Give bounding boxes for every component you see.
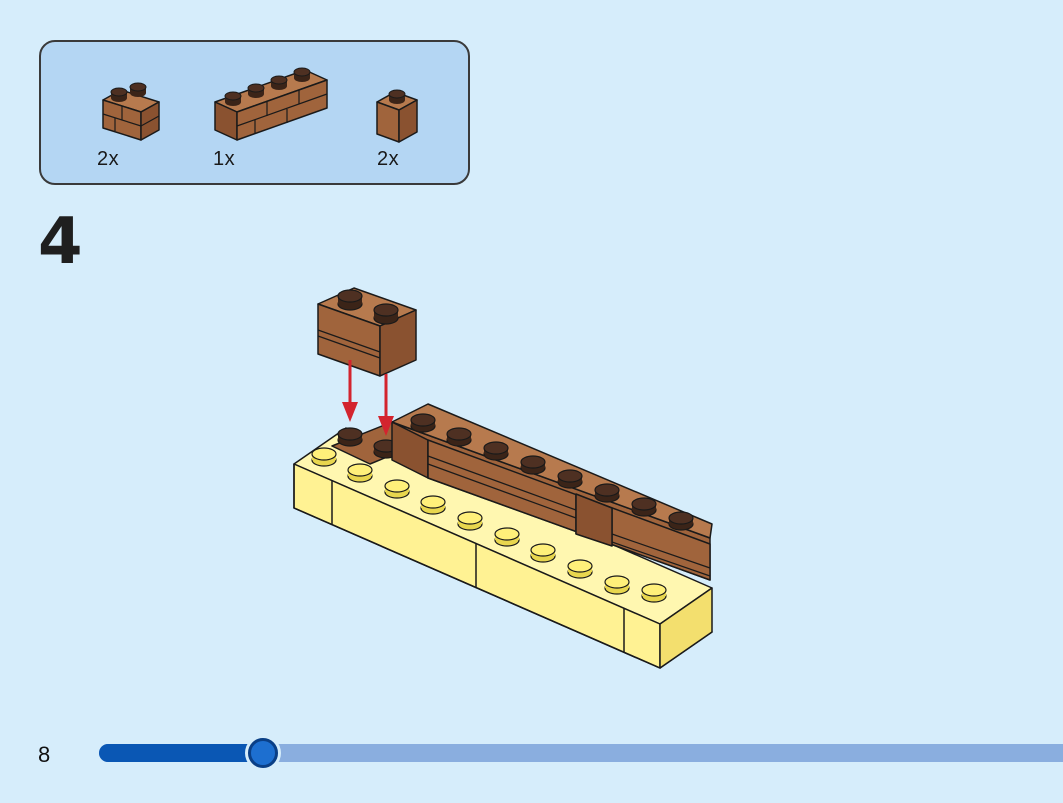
placement-arrows (342, 360, 394, 436)
brown-wall-studs (410, 413, 694, 531)
yellow-studs (311, 447, 667, 603)
progress-fill (99, 744, 263, 762)
progress-knob[interactable] (245, 735, 281, 771)
step-number: 4 (38, 205, 83, 279)
brick-1x4-masonry-icon (209, 64, 329, 144)
parts-callout: 2x 1x 2x (39, 40, 470, 185)
part-quantity: 2x (377, 148, 400, 170)
brick-1x2-masonry-icon (93, 80, 169, 144)
progress-bar (99, 735, 1063, 771)
new-brick-1x2 (317, 287, 417, 377)
model-drawing (293, 287, 713, 669)
page-number: 8 (38, 742, 51, 767)
build-illustration (280, 280, 730, 685)
part-quantity: 1x (213, 148, 236, 170)
brown-wall (391, 403, 713, 581)
part-quantity: 2x (97, 148, 120, 170)
brick-1x1-icon (373, 88, 423, 146)
